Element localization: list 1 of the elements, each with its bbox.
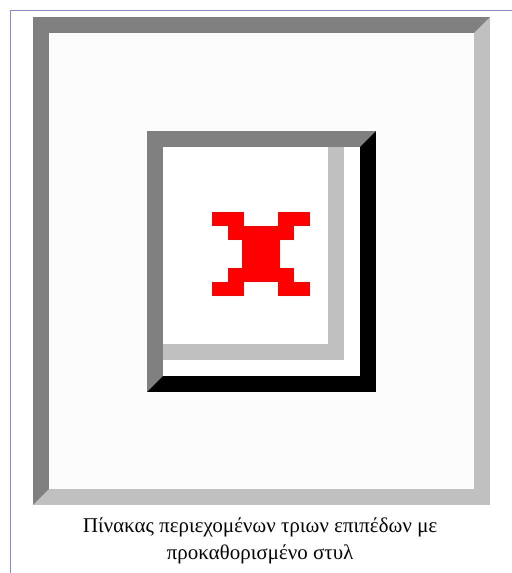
figure-caption: Πίνακας περιεχομένων τριων επιπέδων με προκαθορισμένο στυλ: [82, 512, 438, 566]
